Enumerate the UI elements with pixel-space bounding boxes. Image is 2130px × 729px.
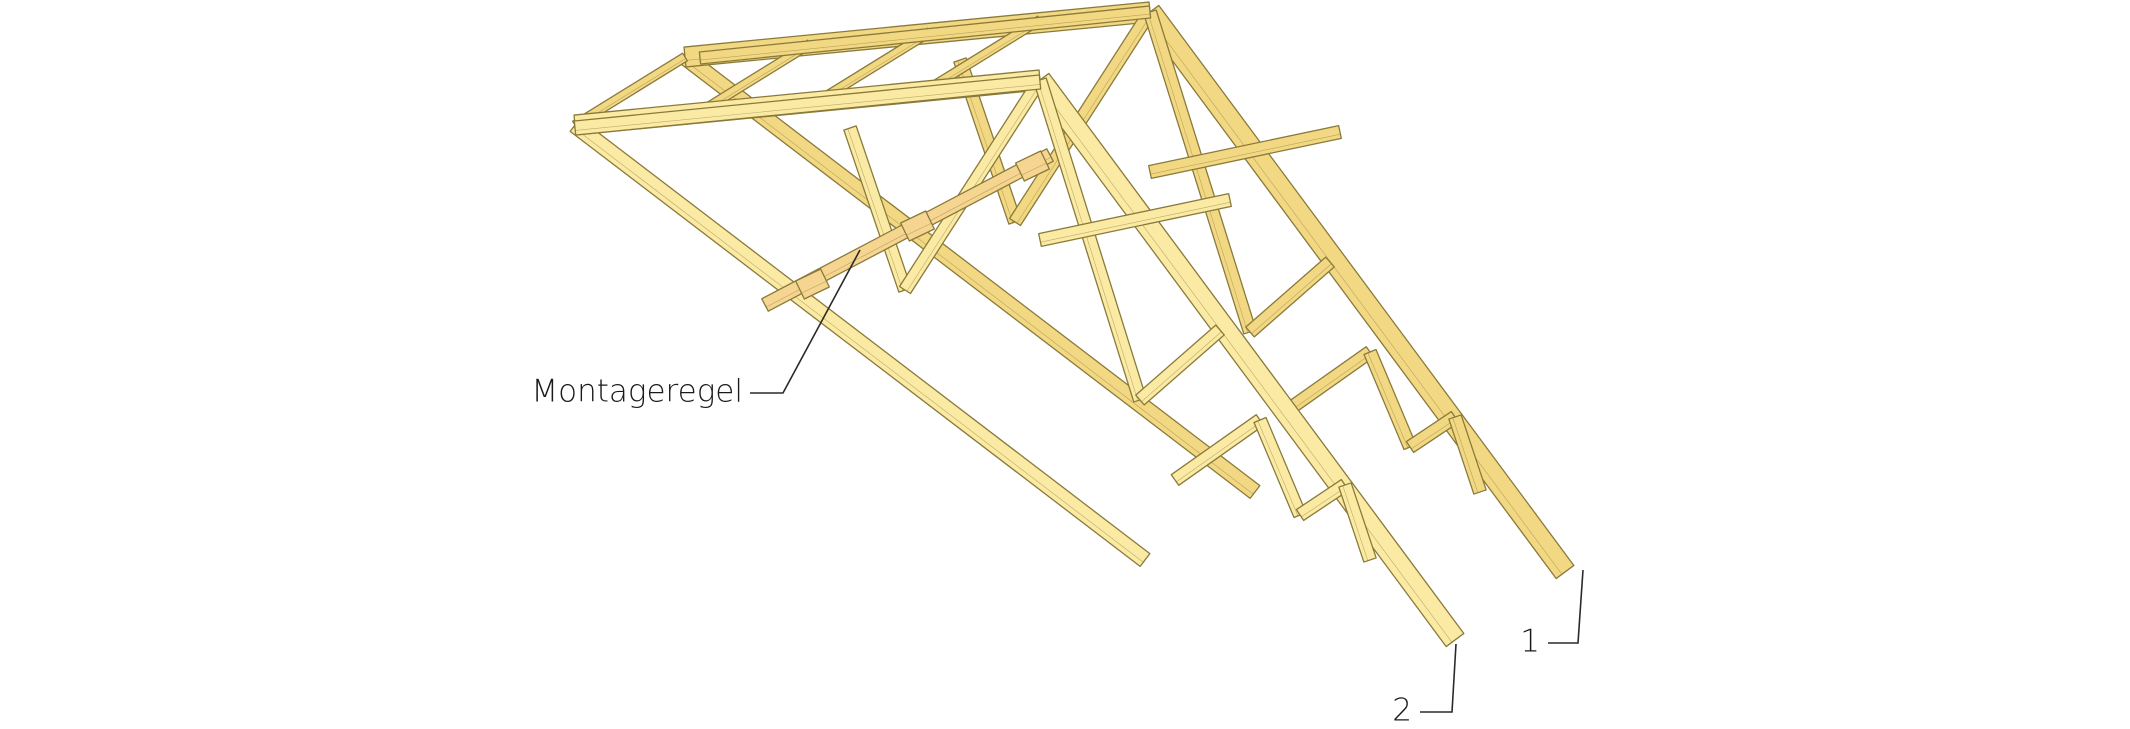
montageregel-clamp-1	[795, 268, 830, 300]
rear-truss-web-9-edge	[1452, 417, 1479, 493]
rear-truss-web-8	[1405, 410, 1460, 454]
rear-overhang-batten-edge	[700, 13, 1151, 61]
truss-2-leader-line	[1420, 643, 1457, 713]
front-truss-web-3-edge	[1037, 80, 1139, 401]
rear-truss-web-9	[1448, 414, 1487, 495]
rear-truss-web-8-edge	[1411, 418, 1457, 450]
truss-rear	[571, 1, 1575, 580]
front-truss-web-8-edge	[1301, 486, 1347, 518]
montageregel-batten	[761, 148, 1054, 312]
front-overhang-batten	[573, 74, 1042, 136]
front-truss-web-6-edge	[1176, 421, 1262, 483]
montageregel-leader-line	[750, 249, 861, 394]
montageregel-label: Montageregel	[531, 374, 743, 410]
front-truss-web-4-edge	[1141, 331, 1222, 402]
rear-truss-web-2-edge	[1016, 13, 1153, 224]
rear-truss-web-3-edge	[1147, 12, 1249, 333]
rear-overhang-batten	[698, 5, 1152, 65]
front-truss-web-7-edge	[1257, 420, 1299, 516]
front-truss-web-9-edge	[1342, 485, 1369, 561]
rear-truss-web-4	[1245, 256, 1335, 338]
truss-1-leader-line	[1548, 569, 1584, 644]
front-truss-web-9	[1338, 482, 1377, 563]
rear-truss-web-7-edge	[1367, 352, 1409, 448]
rear-truss-web-5	[1148, 124, 1342, 180]
front-truss-bottom-chord-edge	[573, 126, 1144, 563]
rear-truss-web-4-edge	[1251, 263, 1332, 334]
truss-2-label: 2	[1392, 693, 1412, 729]
front-overhang-batten-edge	[575, 84, 1041, 131]
front-truss-web-5	[1038, 192, 1232, 248]
purlin-4-edge	[930, 21, 1041, 90]
truss-front	[569, 69, 1465, 648]
montageregel-clamp-2	[900, 210, 935, 242]
montageregel-clamp-3	[1015, 150, 1050, 182]
front-truss-web-8	[1295, 478, 1350, 522]
montageregel-clamp-2-edge	[906, 222, 932, 236]
front-truss-web-4	[1135, 324, 1225, 406]
rear-truss-web-5-edge	[1150, 133, 1341, 175]
front-truss-web-1-edge	[847, 128, 904, 291]
rear-truss-web-6-edge	[1286, 353, 1372, 415]
front-truss-web-6	[1170, 414, 1265, 486]
rear-truss-right-top-chord-edge	[1146, 14, 1563, 575]
front-truss-right-top-chord-edge	[1036, 82, 1453, 643]
montageregel-clamp-1-edge	[801, 280, 827, 294]
rear-truss-bottom-chord-edge	[683, 58, 1254, 495]
front-truss-web-5-edge	[1040, 201, 1231, 243]
front-truss-web-1	[843, 125, 912, 293]
truss-1-label: 1	[1520, 624, 1540, 660]
montageregel-clamp-3-edge	[1021, 162, 1047, 176]
